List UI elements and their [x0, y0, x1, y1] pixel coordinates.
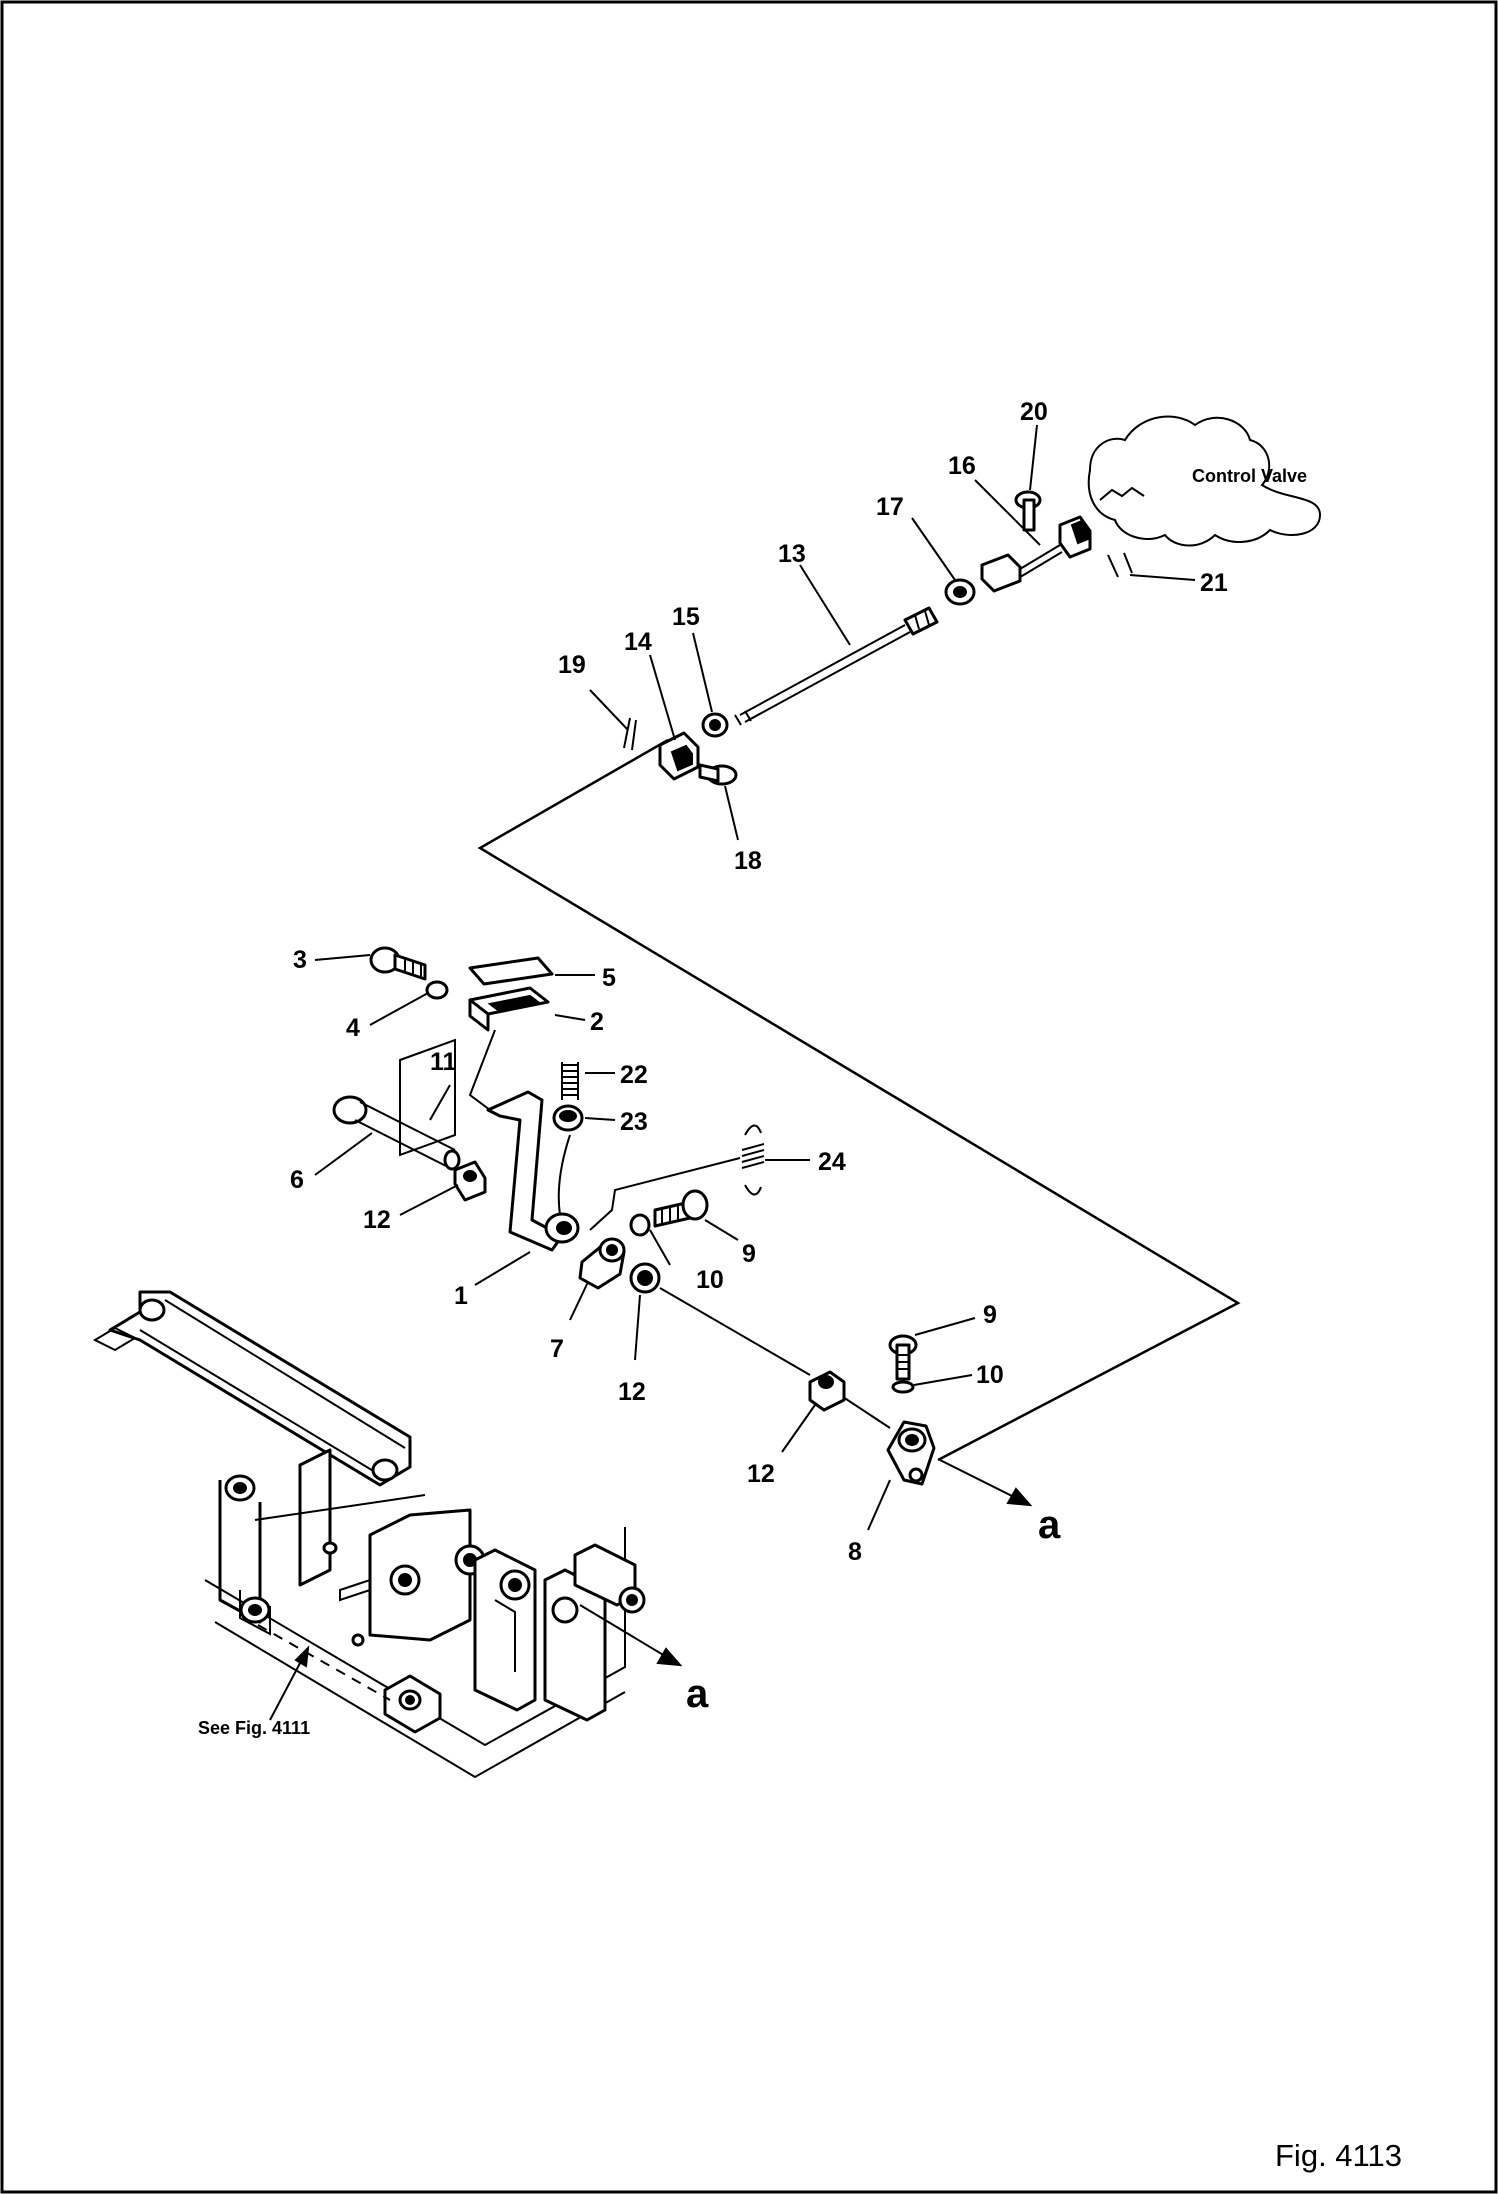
callout-22: 22	[620, 1061, 648, 1089]
callout-21: 21	[1200, 569, 1228, 597]
callout-5: 5	[602, 964, 616, 992]
see-fig-leader	[269, 1645, 310, 1721]
pedal-link	[468, 1029, 496, 1111]
part-18-pin	[698, 763, 738, 786]
part-3-bolt	[369, 946, 427, 981]
callout-13: 13	[778, 540, 806, 568]
callout-12b: 12	[618, 1378, 646, 1406]
figure-label: Fig. 4113	[1275, 2138, 1402, 2173]
callout-1: 1	[454, 1282, 468, 1310]
part-20-pin	[1014, 490, 1042, 532]
callout-12a: 12	[363, 1206, 391, 1234]
part-24-spring	[741, 1124, 765, 1196]
connection-marker-a-lower: a	[686, 1672, 709, 1716]
callout-12c: 12	[747, 1460, 775, 1488]
part-11-bracket	[399, 1038, 456, 1157]
callout-3: 3	[293, 946, 307, 974]
callout-8: 8	[848, 1538, 862, 1566]
part-13-rod	[734, 606, 939, 726]
callout-18: 18	[734, 847, 762, 875]
part-12b-bushing	[629, 1262, 661, 1294]
part-9a-bolt	[653, 1189, 709, 1228]
part-21-cotter-pin	[1107, 552, 1133, 578]
callout-7: 7	[550, 1335, 564, 1363]
spring-lever-link	[557, 1134, 741, 1231]
part-16-clevis-rod	[980, 515, 1092, 593]
control-valve-label: Control Valve	[1192, 466, 1307, 486]
callout-11: 11	[430, 1048, 457, 1076]
shaft-axis-2	[839, 1394, 891, 1429]
connection-arrow-upper	[939, 1459, 1033, 1507]
part-14-yoke	[658, 731, 700, 781]
callout-19: 19	[558, 651, 586, 679]
control-valve-outline	[1087, 415, 1322, 547]
callout-2: 2	[590, 1008, 604, 1036]
callout-4: 4	[346, 1014, 360, 1042]
callout-10a: 10	[696, 1266, 724, 1294]
callout-10b: 10	[976, 1361, 1004, 1389]
callout-24: 24	[818, 1148, 846, 1176]
part-17-nut	[944, 578, 976, 606]
part-6-shaft	[332, 1095, 461, 1171]
callout-9b: 9	[983, 1301, 997, 1329]
callout-20: 20	[1020, 398, 1048, 426]
part-8-arm	[886, 1420, 936, 1486]
part-7-arm	[578, 1237, 626, 1290]
leader-lines	[314, 424, 1196, 1531]
callout-9a: 9	[742, 1240, 756, 1268]
part-15-nut	[701, 712, 729, 738]
callout-16: 16	[948, 452, 976, 480]
callout-15: 15	[672, 603, 700, 631]
part-23-spring-seat	[552, 1104, 584, 1132]
valve-stub	[1099, 486, 1145, 501]
part-19-cotter-pin	[623, 717, 637, 751]
part-9b-bolt	[888, 1334, 918, 1381]
part-2-pedal	[468, 986, 550, 1032]
part-5-pad	[468, 956, 554, 986]
part-1-lever	[486, 1090, 580, 1252]
callout-6: 6	[290, 1166, 304, 1194]
see-fig-note: See Fig. 4111	[198, 1718, 310, 1738]
callout-14: 14	[624, 628, 652, 656]
callout-17: 17	[876, 493, 904, 521]
part-22-spring	[561, 1062, 579, 1100]
part-4-washer	[425, 980, 449, 1000]
assembly-outline	[477, 738, 1241, 1462]
shaft-axis	[659, 1287, 811, 1376]
part-10a-washer	[629, 1213, 651, 1237]
part-12c-bushing	[808, 1370, 846, 1412]
connection-marker-a-upper: a	[1038, 1503, 1061, 1547]
base-frame	[92, 1290, 646, 1779]
part-12a-bushing	[453, 1160, 487, 1202]
callout-23: 23	[620, 1108, 648, 1136]
connection-arrow-lower	[579, 1604, 683, 1667]
part-10b-washer	[891, 1380, 915, 1394]
